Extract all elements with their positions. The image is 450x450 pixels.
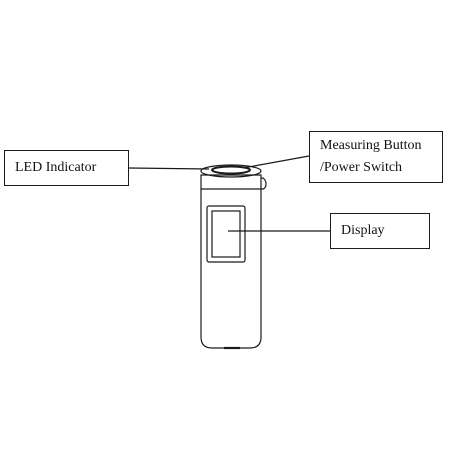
display-callout: Display: [330, 213, 430, 249]
led-indicator-label: LED Indicator: [15, 160, 97, 175]
device-top-rim: [200, 164, 262, 178]
measuring-button: [211, 165, 251, 175]
display-window: [206, 205, 246, 263]
display-label: Display: [341, 223, 385, 238]
measuring-button-callout: Measuring Button /Power Switch: [309, 131, 443, 183]
measuring-button-label-line1: Measuring Button: [320, 138, 422, 153]
measuring-button-leader: [242, 155, 310, 169]
led-indicator-callout: LED Indicator: [4, 150, 129, 186]
led-indicator-leader: [128, 167, 210, 170]
display-screen: [211, 210, 241, 258]
device-side-clip: [261, 177, 267, 190]
measuring-button-label-line2: /Power Switch: [320, 160, 403, 175]
device-body: [200, 174, 262, 349]
